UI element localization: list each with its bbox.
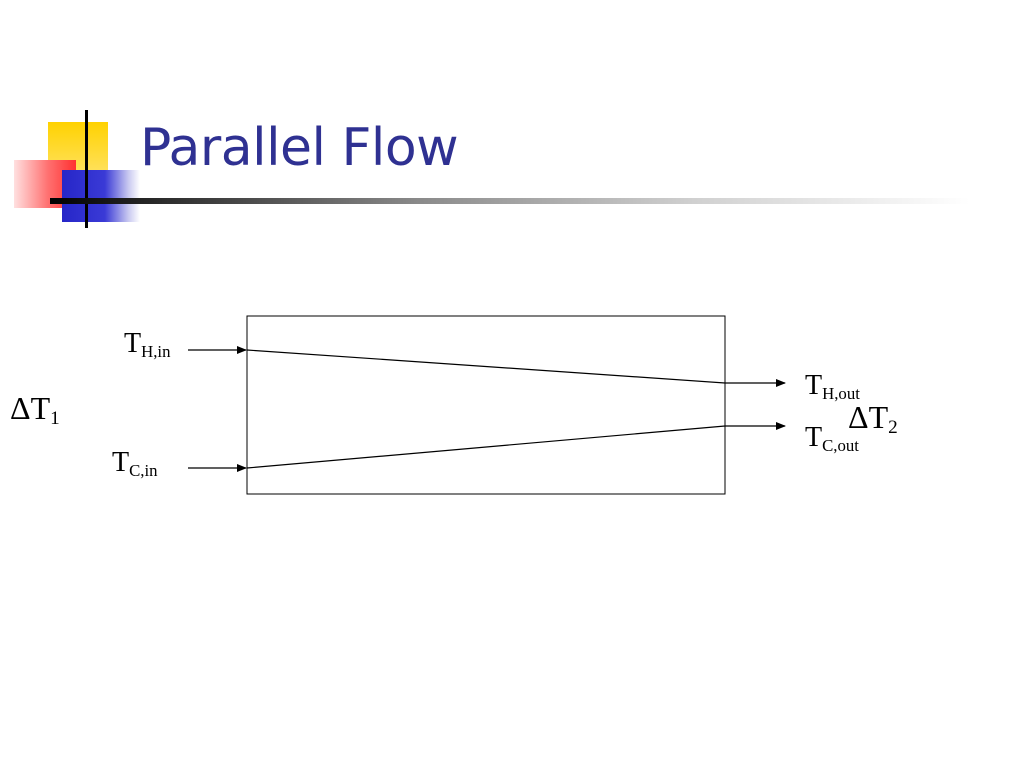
hot-inlet-label: TH,in [124,328,171,361]
hot-outlet-label: TH,out [805,370,860,403]
logo-vertical-line [85,110,88,228]
hot-stream-line [246,349,726,384]
delta-t2-label: ΔT2 [848,399,898,439]
cold-outlet-label: TC,out [805,422,859,455]
cold-inlet-label: TC,in [112,447,158,480]
title-underline [50,198,970,204]
cold-stream-line [246,425,726,469]
slide-title: Parallel Flow [140,118,459,178]
corner-logo [0,0,140,240]
exchanger-box [246,315,726,495]
logo-blue-square [62,170,140,222]
delta-t1-label: ΔT1 [10,390,60,430]
